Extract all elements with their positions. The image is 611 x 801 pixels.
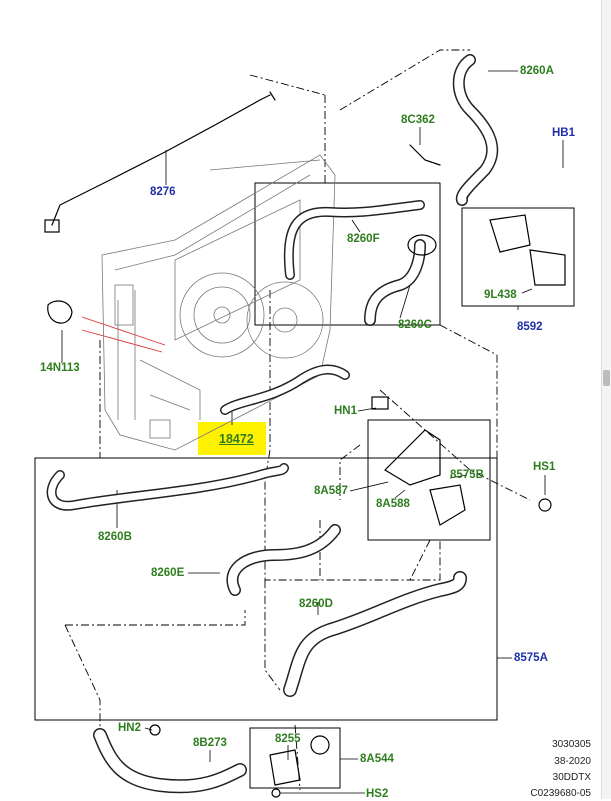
label-8260E[interactable]: 8260E: [151, 567, 185, 579]
code-line-1: 3030305: [552, 739, 591, 750]
code-line-2: 38-2020: [554, 756, 591, 767]
label-8255[interactable]: 8255: [275, 733, 301, 745]
box-8575A: [34, 457, 498, 721]
label-HB1[interactable]: HB1: [552, 127, 576, 139]
highlight-18472: [198, 422, 266, 455]
label-8A544[interactable]: 8A544: [360, 753, 394, 765]
code-line-3: 30DDTX: [552, 772, 591, 783]
label-HS1[interactable]: HS1: [533, 461, 556, 473]
scrollbar-thumb[interactable]: [603, 370, 610, 386]
label-HN2[interactable]: HN2: [118, 722, 142, 734]
label-8592[interactable]: 8592: [517, 321, 543, 333]
label-8260D[interactable]: 8260D: [299, 598, 333, 610]
label-8260C[interactable]: 8260C: [398, 319, 432, 331]
label-8B273[interactable]: 8B273: [193, 737, 227, 749]
label-8260B[interactable]: 8260B: [98, 531, 132, 543]
label-8260F[interactable]: 8260F: [347, 233, 380, 245]
label-8575A[interactable]: 8575A: [514, 652, 548, 664]
label-HN1[interactable]: HN1: [334, 405, 358, 417]
box-8260F-8260C: [254, 182, 441, 326]
label-8260A[interactable]: 8260A: [520, 65, 554, 77]
label-9L438[interactable]: 9L438: [484, 289, 517, 301]
label-18472[interactable]: 18472: [219, 432, 254, 446]
vertical-scrollbar[interactable]: [601, 0, 611, 799]
label-8A588[interactable]: 8A588: [376, 498, 410, 510]
label-14N113[interactable]: 14N113: [40, 362, 80, 374]
box-8575B: [367, 419, 491, 541]
label-8276[interactable]: 8276: [150, 186, 176, 198]
label-8575B[interactable]: 8575B: [450, 469, 484, 481]
label-8A587[interactable]: 8A587: [314, 485, 348, 497]
label-HS2[interactable]: HS2: [366, 788, 389, 800]
code-line-4: C0239680-05: [530, 788, 591, 799]
label-8C362[interactable]: 8C362: [401, 114, 435, 126]
box-8592: [461, 207, 575, 307]
